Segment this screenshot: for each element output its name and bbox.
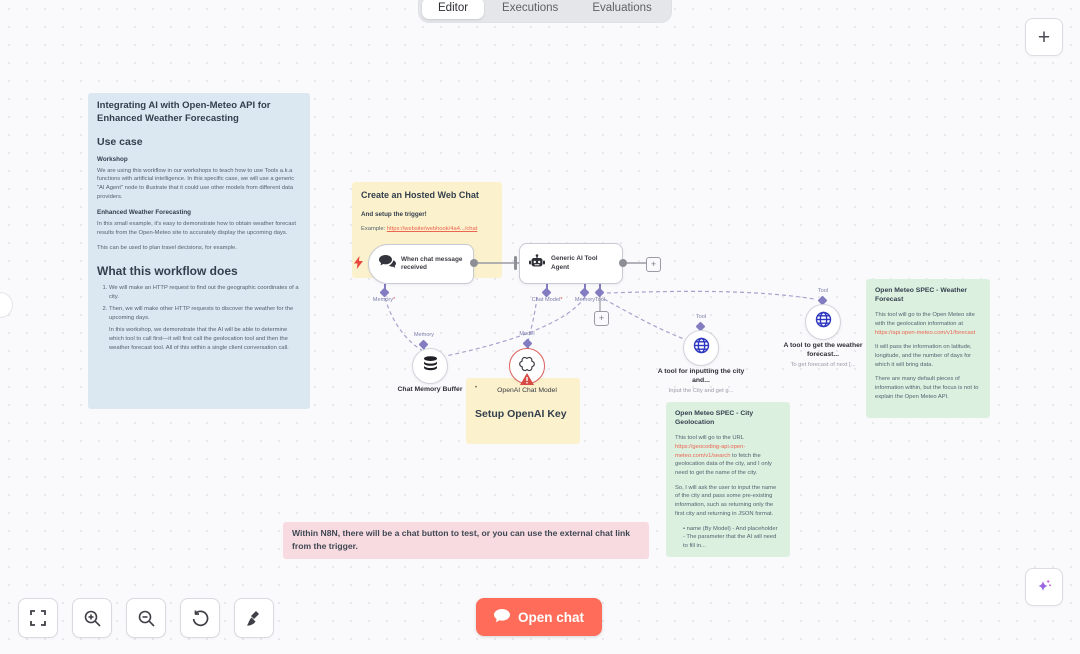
node-tool-weather-forecast[interactable] (805, 304, 841, 340)
spec-text: It will pass the information on latitude… (875, 344, 972, 368)
open-chat-button[interactable]: Open chat (476, 598, 603, 636)
port-label-model: Model (519, 331, 535, 337)
node-subtitle: Input the City and get g... (668, 388, 734, 394)
hint-text: Within N8N, there will be a chat button … (292, 528, 630, 552)
workshop-heading: Workshop (97, 155, 128, 163)
forecast-api-link[interactable]: https://api.open-meteo.com/v1/forecast (875, 329, 976, 336)
node-when-chat-message-received[interactable]: When chat message received (368, 244, 474, 284)
workflow-steps: We will make an HTTP request to find out… (97, 284, 301, 322)
tab-editor[interactable]: Editor (422, 0, 485, 19)
chat-bubbles-icon (379, 254, 396, 274)
node-label: When chat message received (401, 255, 463, 271)
workflow-step: We will make an HTTP request to find out… (109, 284, 301, 301)
robot-icon (529, 253, 545, 274)
memory-port-handle[interactable] (579, 287, 590, 298)
node-caption: Chat Memory Buffer (397, 386, 463, 393)
ewf-heading: Enhanced Weather Forecasting (97, 209, 192, 217)
what-heading: What this workflow does (97, 264, 238, 279)
zoom-out-button[interactable] (126, 598, 166, 638)
view-tabbar: Editor Executions Evaluations (419, 0, 671, 22)
add-tool-button[interactable]: + (594, 311, 609, 326)
model-port-handle[interactable] (522, 338, 533, 349)
chat-bubble-icon (494, 608, 510, 626)
ai-assistant-button[interactable] (1025, 568, 1063, 606)
node-subtitle: To get forecast of next [... (790, 362, 856, 368)
error-warning-icon (520, 372, 534, 390)
spec-text: So, I will ask the user to input the nam… (675, 484, 777, 517)
node-label: Generic AI Tool Agent (551, 255, 598, 271)
port-label-tool: Tool (817, 288, 829, 294)
tab-executions[interactable]: Executions (502, 2, 559, 14)
openai-icon (519, 356, 535, 377)
chat-model-port-handle[interactable] (541, 287, 552, 298)
sticky-title: Setup OpenAI Key (475, 408, 567, 420)
spec-text: to fetch the geolocation data of the cit… (675, 452, 772, 477)
globe-icon (693, 337, 710, 359)
spec-text: There are many default pieces of informa… (875, 376, 979, 400)
spec-text: This tool will go to the Open Meteo site… (875, 312, 975, 328)
tool-port-handle[interactable] (594, 287, 605, 298)
port-label-tool: Tool (695, 314, 707, 320)
port-label-tool: Tool (594, 297, 606, 303)
sticky-note-weather-spec[interactable]: Open Meteo SPEC - Weather Forecast This … (866, 279, 990, 418)
database-icon (423, 355, 438, 377)
memory-port-handle[interactable] (379, 287, 390, 298)
ewf-paragraph-2: This can be used to plan travel decision… (97, 244, 237, 251)
sticky-title: Open Meteo SPEC - City Geolocation (675, 410, 754, 427)
sticky-note-setup-key[interactable]: • Setup OpenAI Key (466, 378, 580, 444)
webhook-link[interactable]: https://website/webhook/4a4.../chat (386, 226, 478, 233)
sparkle-icon (1038, 579, 1051, 591)
node-caption: OpenAI Chat Model (497, 387, 557, 394)
sticky-title: Open Meteo SPEC - Weather Forecast (875, 287, 968, 304)
tidy-up-button[interactable] (234, 598, 274, 638)
ewf-paragraph-1: In this small example, it's easy to demo… (97, 221, 296, 237)
output-handle[interactable] (470, 259, 478, 267)
spec-bullet: • name (By Model) - And placeholder - Th… (683, 525, 778, 549)
execute-trigger-bolt-icon[interactable] (354, 256, 363, 272)
open-chat-label: Open chat (518, 609, 585, 625)
port-label-memory: Memory* (372, 297, 396, 303)
use-case-heading: Use case (97, 135, 143, 148)
sticky-note-chat-hint[interactable]: Within N8N, there will be a chat button … (283, 522, 649, 559)
sticky-bullet: • (475, 385, 478, 391)
collapse-panel-handle[interactable] (0, 292, 13, 318)
plus-icon: + (1037, 25, 1051, 49)
reset-zoom-button[interactable] (180, 598, 220, 638)
workshop-text: We are using this workflow in our worksh… (97, 167, 295, 200)
trigger-subtitle: And setup the trigger! (361, 211, 427, 219)
sticky-title: Create an Hosted Web Chat (361, 190, 479, 200)
sticky-note-overview[interactable]: Integrating AI with Open-Meteo API for E… (88, 93, 310, 409)
node-caption: A tool for inputting the city and... (657, 368, 745, 385)
spec-text: This tool will go to the URL (675, 435, 744, 442)
sticky-note-geolocation-spec[interactable]: Open Meteo SPEC - City Geolocation This … (666, 402, 790, 557)
input-handle[interactable] (514, 256, 517, 270)
output-handle[interactable] (619, 259, 627, 267)
geocoding-api-link[interactable]: https://geocoding-api.open-meteo.com/v1/… (675, 444, 746, 459)
sticky-title: Integrating AI with Open-Meteo API for E… (97, 100, 271, 124)
add-node-button[interactable]: + (1025, 18, 1063, 56)
workflow-step: Then, we will make other HTTP requests t… (109, 305, 301, 322)
port-label-memory: Memory (413, 332, 435, 338)
add-connected-node-button[interactable]: + (646, 257, 661, 272)
zoom-in-button[interactable] (72, 598, 112, 638)
tab-evaluations[interactable]: Evaluations (592, 2, 652, 14)
node-chat-memory-buffer[interactable] (412, 348, 448, 384)
node-generic-ai-tool-agent[interactable]: Generic AI Tool Agent (519, 243, 623, 284)
workshop-note: In this workshop, we demonstrate that th… (109, 327, 289, 351)
node-tool-city-geolocation[interactable] (683, 330, 719, 366)
example-label: Example: (361, 226, 387, 233)
fit-view-button[interactable] (18, 598, 58, 638)
globe-icon (815, 311, 832, 333)
node-caption: A tool to get the weather forecast... (783, 342, 863, 359)
